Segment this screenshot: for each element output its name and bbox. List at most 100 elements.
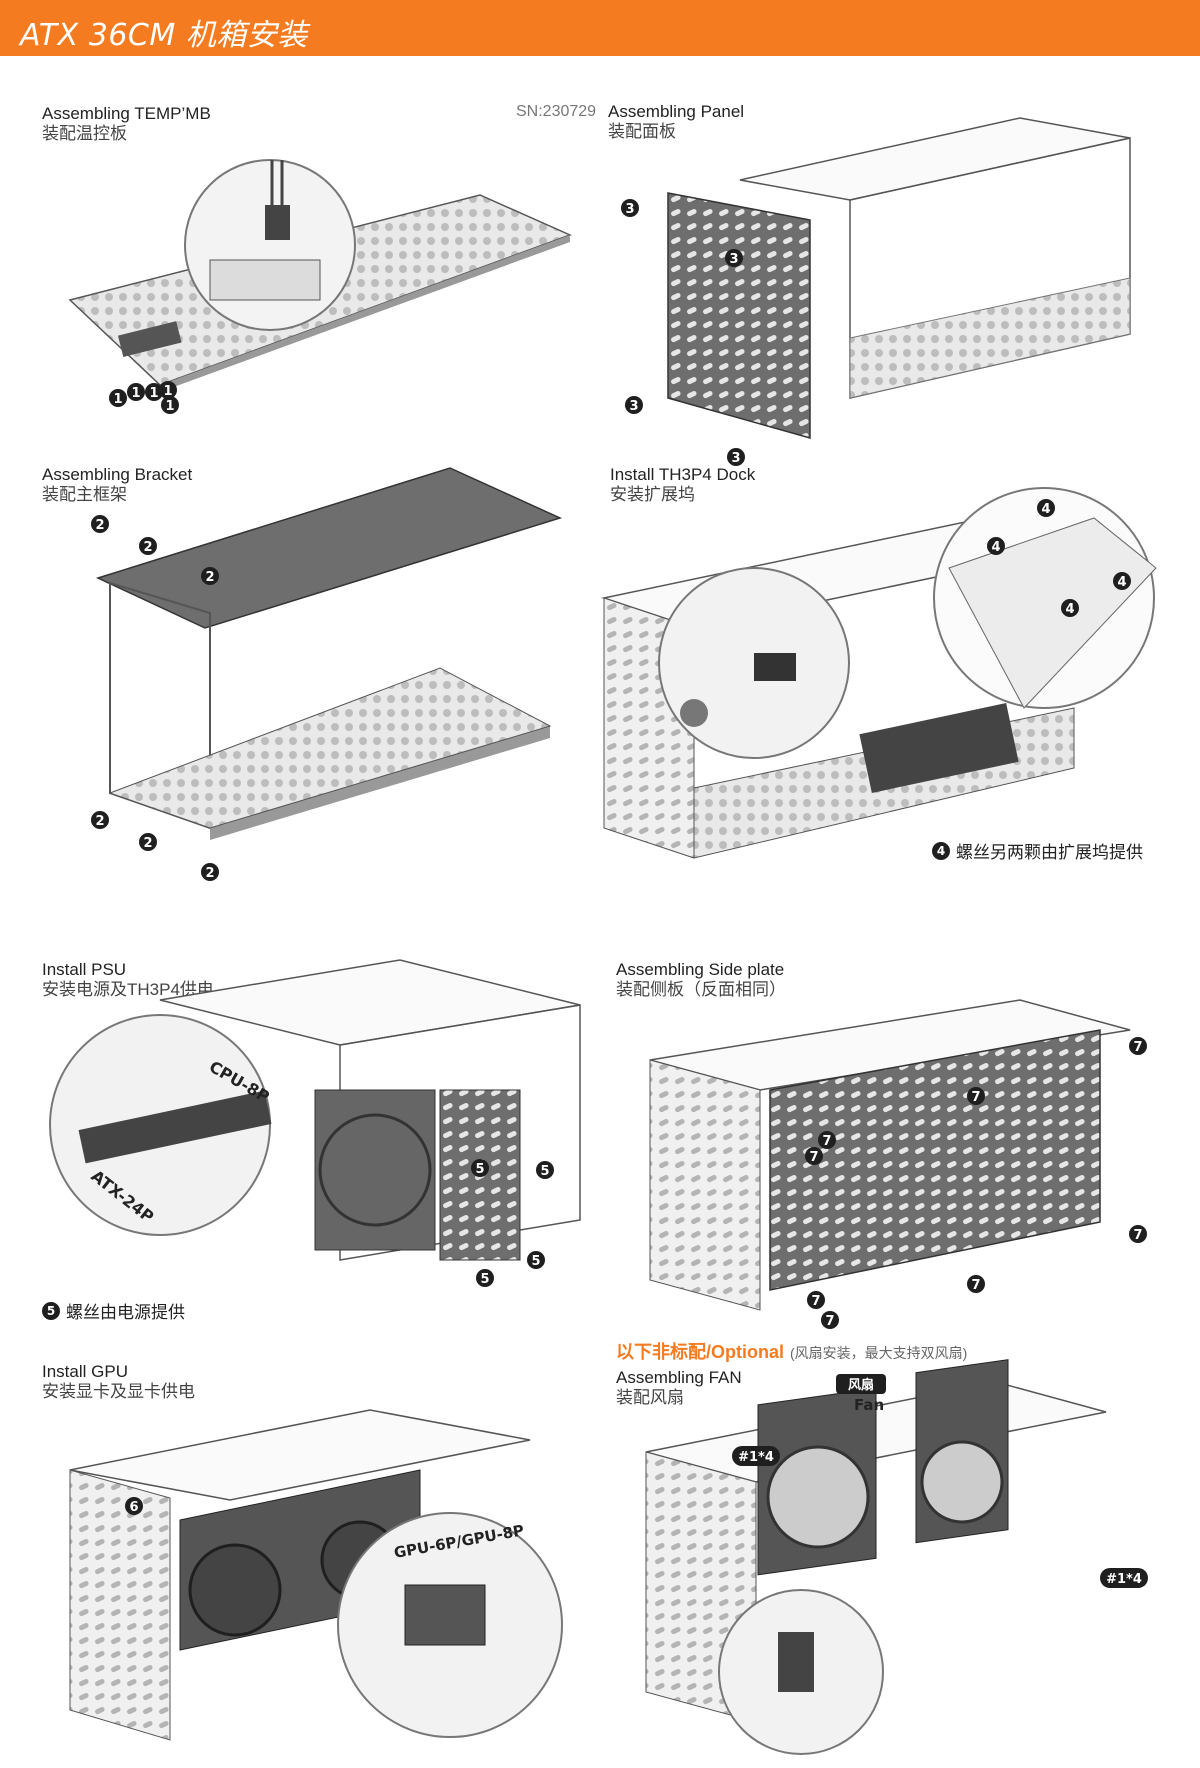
svg-text:1: 1 <box>113 392 122 407</box>
section-side-plate: Assembling Side plate 装配侧板（反面相同） <box>616 960 786 1000</box>
psu-unit <box>314 1089 436 1251</box>
panel-illustration: 3 3 3 3 <box>621 117 1131 466</box>
step-1-markers: 1 1 1 1 1 <box>109 381 179 414</box>
svg-text:3: 3 <box>629 399 638 414</box>
svg-text:7: 7 <box>822 1134 831 1149</box>
dock-board <box>859 703 1019 793</box>
svg-text:3: 3 <box>625 202 634 217</box>
step-badge: 5 <box>42 1301 60 1320</box>
svg-text:2: 2 <box>143 540 152 555</box>
svg-text:4: 4 <box>1041 502 1050 517</box>
section-temp-mb: Assembling TEMP’MB 装配温控板 <box>42 104 211 144</box>
psu-fan-icon <box>318 1113 432 1227</box>
step-2-markers: 2 2 2 2 2 2 <box>91 515 219 881</box>
section-title-zh: 安装扩展坞 <box>610 485 695 504</box>
svg-text:6: 6 <box>129 1500 138 1515</box>
top-frame <box>739 117 1131 201</box>
svg-text:5: 5 <box>480 1272 489 1287</box>
svg-text:1: 1 <box>165 399 174 414</box>
svg-text:3: 3 <box>731 451 740 466</box>
bracket-illustration: 2 2 2 2 2 2 <box>91 467 563 881</box>
optional-label: 以下非标配/Optional <box>616 1342 784 1362</box>
svg-text:2: 2 <box>95 814 104 829</box>
board-closeup <box>209 259 321 301</box>
fan-qty-label: #1*4 <box>1106 1572 1142 1587</box>
case-top <box>159 959 581 1046</box>
connector <box>265 205 290 240</box>
section-title-en: Assembling TEMP’MB <box>42 104 211 123</box>
floor-plate <box>849 277 1131 399</box>
case-front <box>69 1469 171 1741</box>
serial-number: SN:230729 <box>516 103 597 120</box>
case-front <box>649 1059 761 1311</box>
floor-edge <box>210 726 550 840</box>
section-gpu: Install GPU 安装显卡及显卡供电 <box>42 1362 195 1402</box>
svg-text:1: 1 <box>149 386 158 401</box>
top-cover <box>95 467 563 629</box>
plate-underside <box>948 517 1157 709</box>
optional-note: (风扇安装，最大支持双风扇) <box>790 1345 968 1361</box>
svg-text:2: 2 <box>143 836 152 851</box>
svg-text:4: 4 <box>1117 575 1126 590</box>
front-panel <box>667 192 811 439</box>
dock-illustration: 4 4 4 4 <box>601 487 1157 859</box>
plate-edge <box>160 235 570 392</box>
gpu-power-connector <box>404 1584 486 1646</box>
fan-blade-icon <box>920 1440 1004 1524</box>
svg-text:3: 3 <box>729 252 738 267</box>
section-bracket: Assembling Bracket 装配主框架 <box>42 465 192 505</box>
page-title: ATX 36CM 机箱安装 <box>20 18 308 53</box>
section-title-en: Assembling Side plate <box>616 960 785 979</box>
svg-text:2: 2 <box>205 570 214 585</box>
section-title-en: Install GPU <box>42 1362 128 1381</box>
step-5-markers: 5 5 5 5 <box>471 1159 554 1287</box>
side-plate-illustration: 7 7 7 7 7 7 7 7 <box>649 999 1147 1329</box>
dock-connector <box>754 653 796 681</box>
standoff <box>680 699 708 727</box>
section-dock: Install TH3P4 Dock 安装扩展坞 <box>610 465 755 505</box>
svg-text:5: 5 <box>540 1164 549 1179</box>
fan-qty-label: #1*4 <box>738 1450 774 1465</box>
section-title-en: Assembling FAN <box>616 1368 742 1387</box>
control-board <box>117 321 182 357</box>
svg-text:7: 7 <box>809 1150 818 1165</box>
title-banner: ATX 36CM 机箱安装 <box>0 0 1200 56</box>
section-psu: Install PSU 安装电源及TH3P4供电 <box>42 960 214 1000</box>
case-top <box>69 1409 531 1501</box>
svg-text:7: 7 <box>825 1314 834 1329</box>
zoom-circle <box>184 159 356 331</box>
side-plate <box>769 1029 1101 1291</box>
temp-mb-illustration: 1 1 1 1 1 <box>68 159 572 414</box>
fan-connector <box>778 1632 814 1692</box>
section-title-zh: 装配面板 <box>608 122 676 141</box>
fan-zh-label: 风扇 <box>848 1377 874 1393</box>
gpu-fan-icon <box>188 1543 282 1637</box>
section-title-en: Assembling Bracket <box>42 465 193 484</box>
section-title-zh: 安装显卡及显卡供电 <box>42 1382 195 1401</box>
gpu-illustration: GPU-6P/GPU-8P 6 <box>69 1409 563 1741</box>
psu-illustration: CPU-8P ATX-24P 5 5 5 5 <box>49 959 581 1287</box>
fan-zh-tag <box>836 1374 886 1394</box>
svg-text:7: 7 <box>971 1278 980 1293</box>
note-text: 螺丝另两颗由扩展坞提供 <box>956 843 1143 862</box>
dock-screw-note: 4 螺丝另两颗由扩展坞提供 <box>932 838 1143 863</box>
optional-heading: 以下非标配/Optional (风扇安装，最大支持双风扇) <box>616 1338 967 1364</box>
section-title-en: Install TH3P4 Dock <box>610 465 756 484</box>
svg-text:7: 7 <box>1133 1228 1142 1243</box>
fan-illustration: 风扇 Fan #1*4 #1*4 <box>645 1359 1148 1755</box>
svg-text:4: 4 <box>991 540 1000 555</box>
svg-text:1: 1 <box>163 384 172 399</box>
atx-connector <box>78 1090 272 1164</box>
svg-text:5: 5 <box>475 1162 484 1177</box>
note-text: 螺丝由电源提供 <box>66 1303 185 1322</box>
section-title-zh: 装配主框架 <box>42 485 127 504</box>
svg-text:7: 7 <box>1133 1040 1142 1055</box>
fan-qty-tag-left <box>732 1446 780 1466</box>
fan-blade-icon <box>766 1445 870 1549</box>
step-6-marker <box>125 1497 143 1515</box>
step-badge: 4 <box>932 841 950 860</box>
section-title-zh: 安装电源及TH3P4供电 <box>42 980 214 999</box>
step-7-markers: 7 7 7 7 7 7 7 7 <box>805 1037 1147 1329</box>
section-title-zh: 装配温控板 <box>42 124 127 143</box>
step-3-markers: 3 3 3 3 <box>621 199 745 466</box>
